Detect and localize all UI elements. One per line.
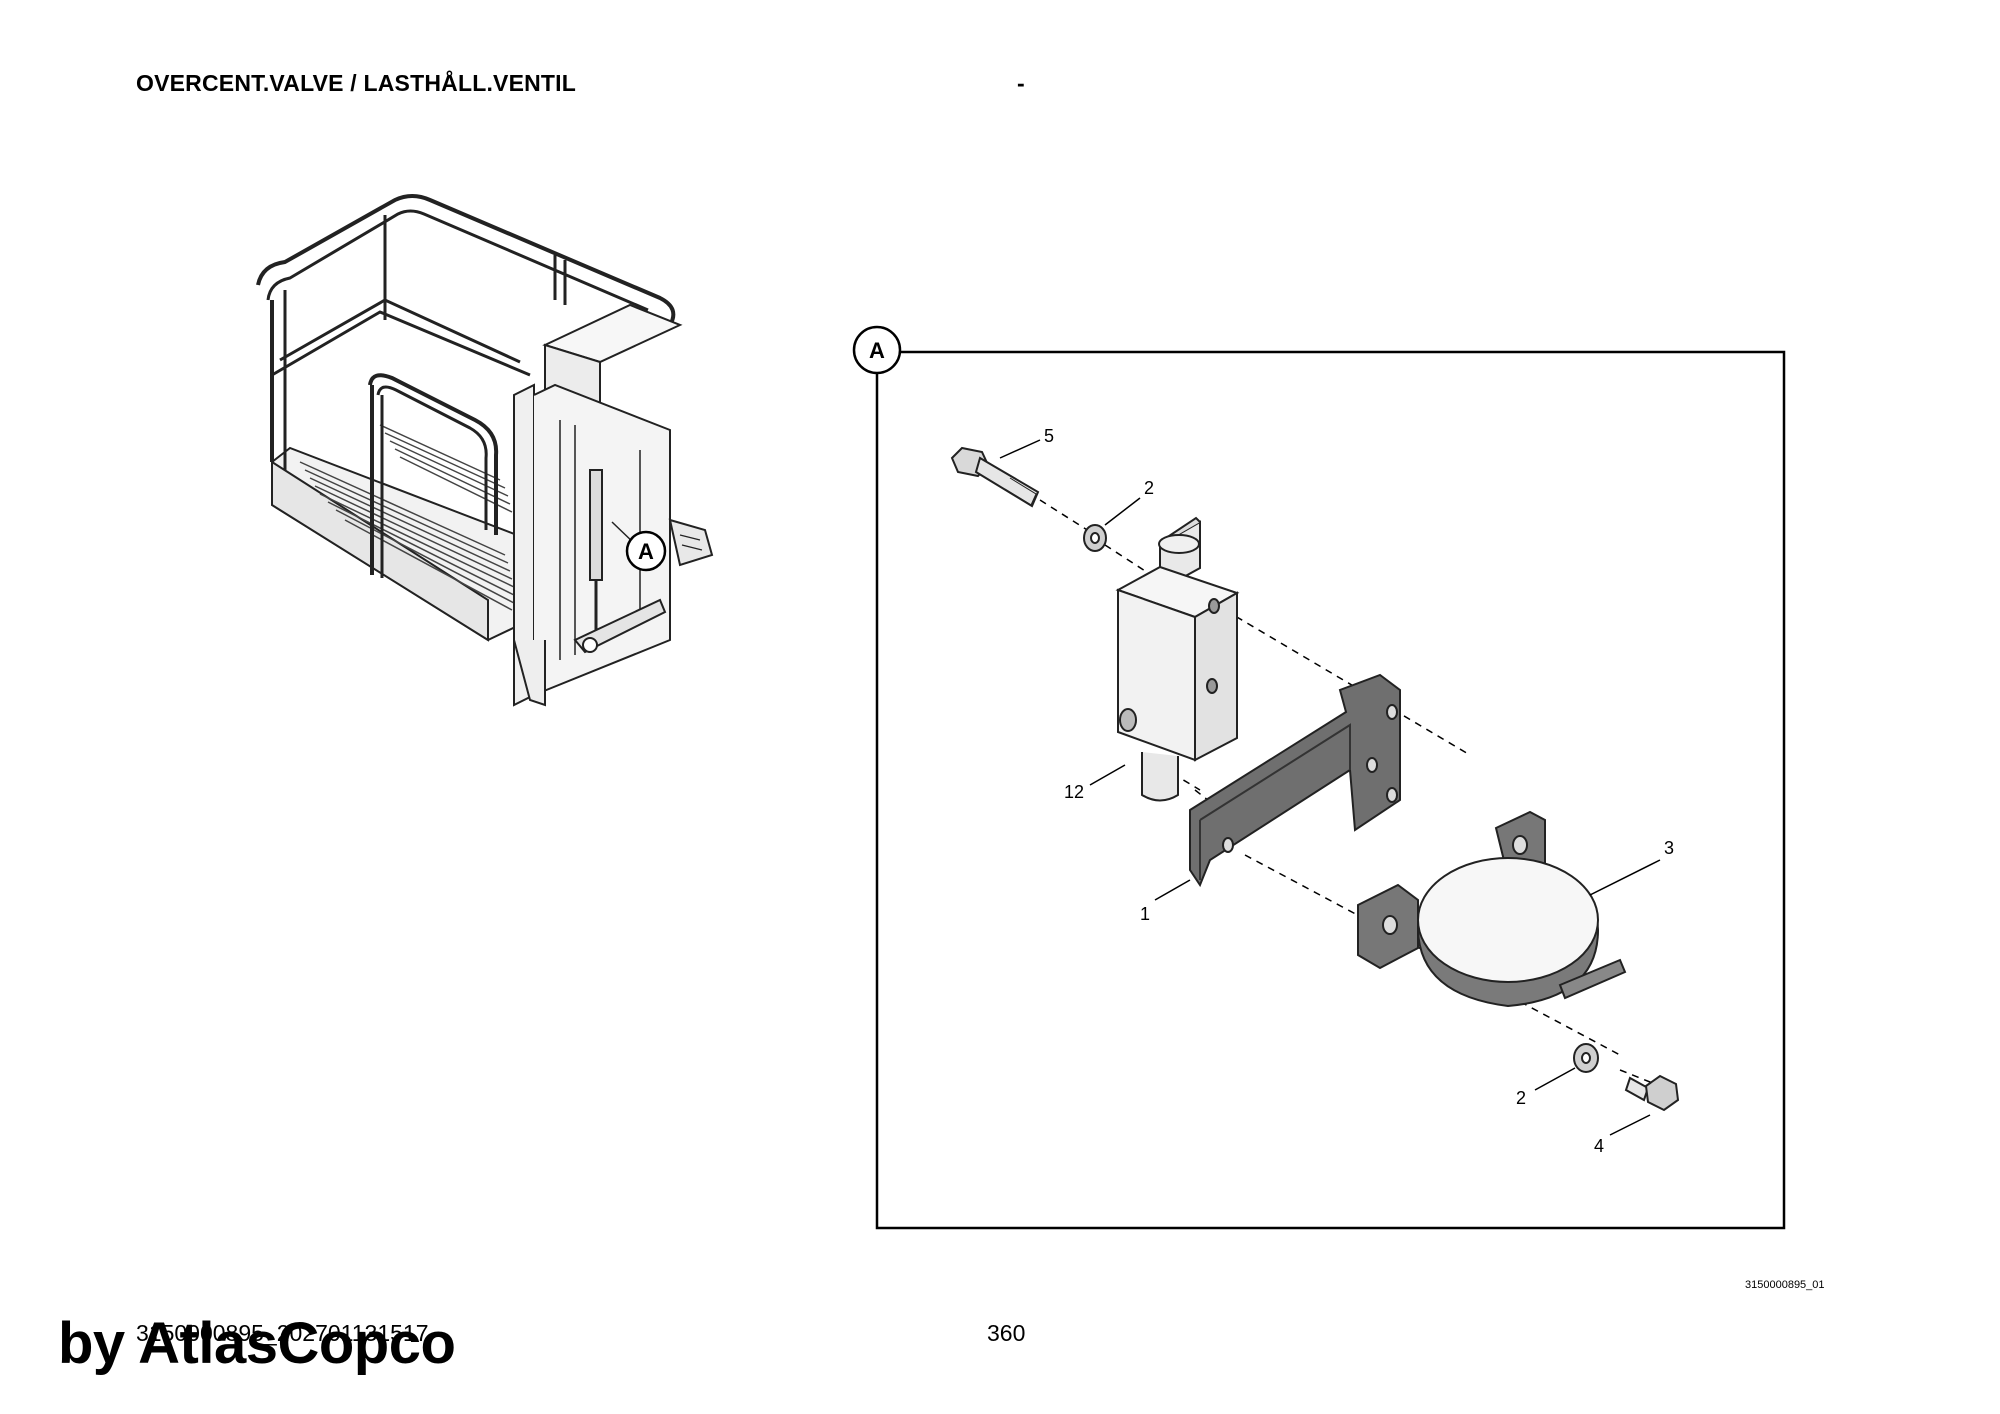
part-bolt — [950, 446, 1040, 508]
callout-4: 4 — [1594, 1136, 1604, 1156]
page-number: 360 — [987, 1320, 1026, 1346]
callout-1: 1 — [1140, 904, 1150, 924]
detail-marker-label: A — [638, 539, 654, 564]
callout-5: 5 — [1044, 426, 1054, 446]
page-title: OVERCENT.VALVE / LASTHÅLL.VENTIL — [136, 70, 577, 96]
platform-basket-drawing — [256, 194, 714, 707]
part-bracket — [1189, 673, 1401, 888]
callout-numbers: 5 2 12 1 3 2 4 — [1044, 426, 1674, 1156]
part-screw — [1624, 1074, 1680, 1112]
part-clamp — [1357, 810, 1627, 1008]
part-washer-lower — [1573, 1043, 1599, 1073]
callout-12: 12 — [1064, 782, 1084, 802]
figure-id: 3150000895_01 — [1745, 1279, 1825, 1291]
callout-2-lower: 2 — [1516, 1088, 1526, 1108]
title-separator: - — [1017, 70, 1025, 96]
detail-frame-label: A — [869, 338, 885, 363]
part-washer-upper — [1083, 524, 1107, 552]
callout-leaders — [999, 439, 1661, 1136]
detail-marker: A — [625, 530, 667, 572]
detail-frame: A — [852, 325, 1786, 1230]
callout-3: 3 — [1664, 838, 1674, 858]
watermark: by AtlasCopco — [58, 1311, 456, 1376]
callout-2-upper: 2 — [1144, 478, 1154, 498]
document-code: 3150000895_202701131517 — [136, 1320, 429, 1346]
part-valve-block — [1115, 516, 1240, 802]
